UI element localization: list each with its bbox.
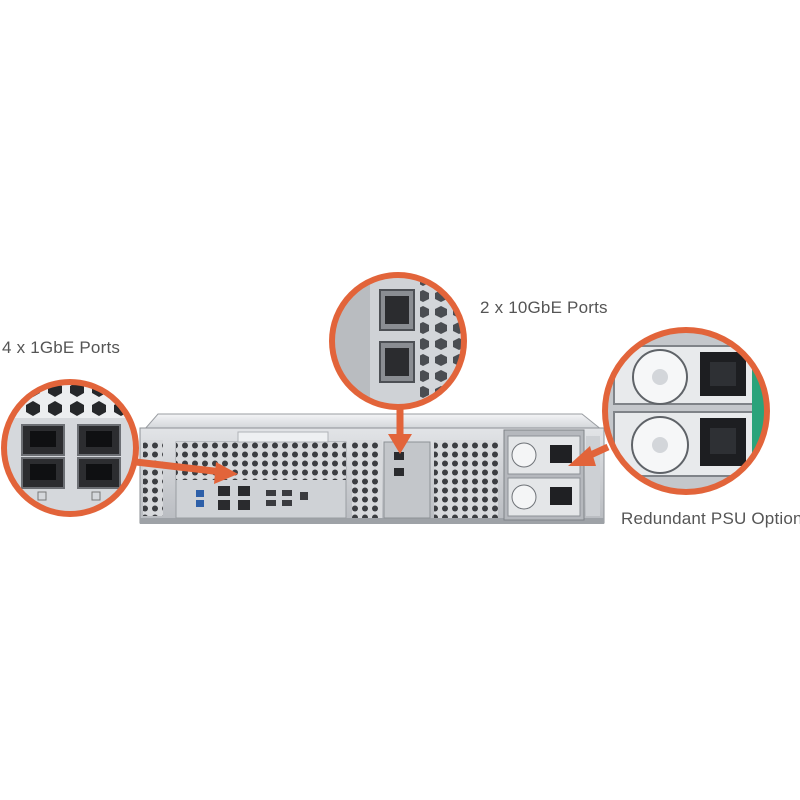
arrow-icon — [568, 443, 610, 466]
rj45-port-icon — [21, 424, 121, 489]
power-socket-icon — [700, 352, 746, 466]
label-10gbe-ports: 2 x 10GbE Ports — [480, 298, 608, 317]
callout-psu — [568, 327, 770, 495]
fan-icon — [631, 349, 689, 474]
label-1gbe-ports: 4 x 1GbE Ports — [2, 338, 121, 357]
arrow-icon — [135, 458, 238, 484]
label-redundant-psu: Redundant PSU Option — [621, 509, 800, 528]
callout-10gbe — [329, 272, 467, 454]
sfp-port-icon — [379, 289, 415, 383]
nas-chassis — [139, 413, 605, 524]
io-ports — [196, 486, 308, 510]
callout-1gbe — [1, 379, 238, 517]
vent-left — [143, 440, 163, 516]
arrow-icon — [388, 408, 412, 454]
vent-center — [434, 440, 498, 518]
